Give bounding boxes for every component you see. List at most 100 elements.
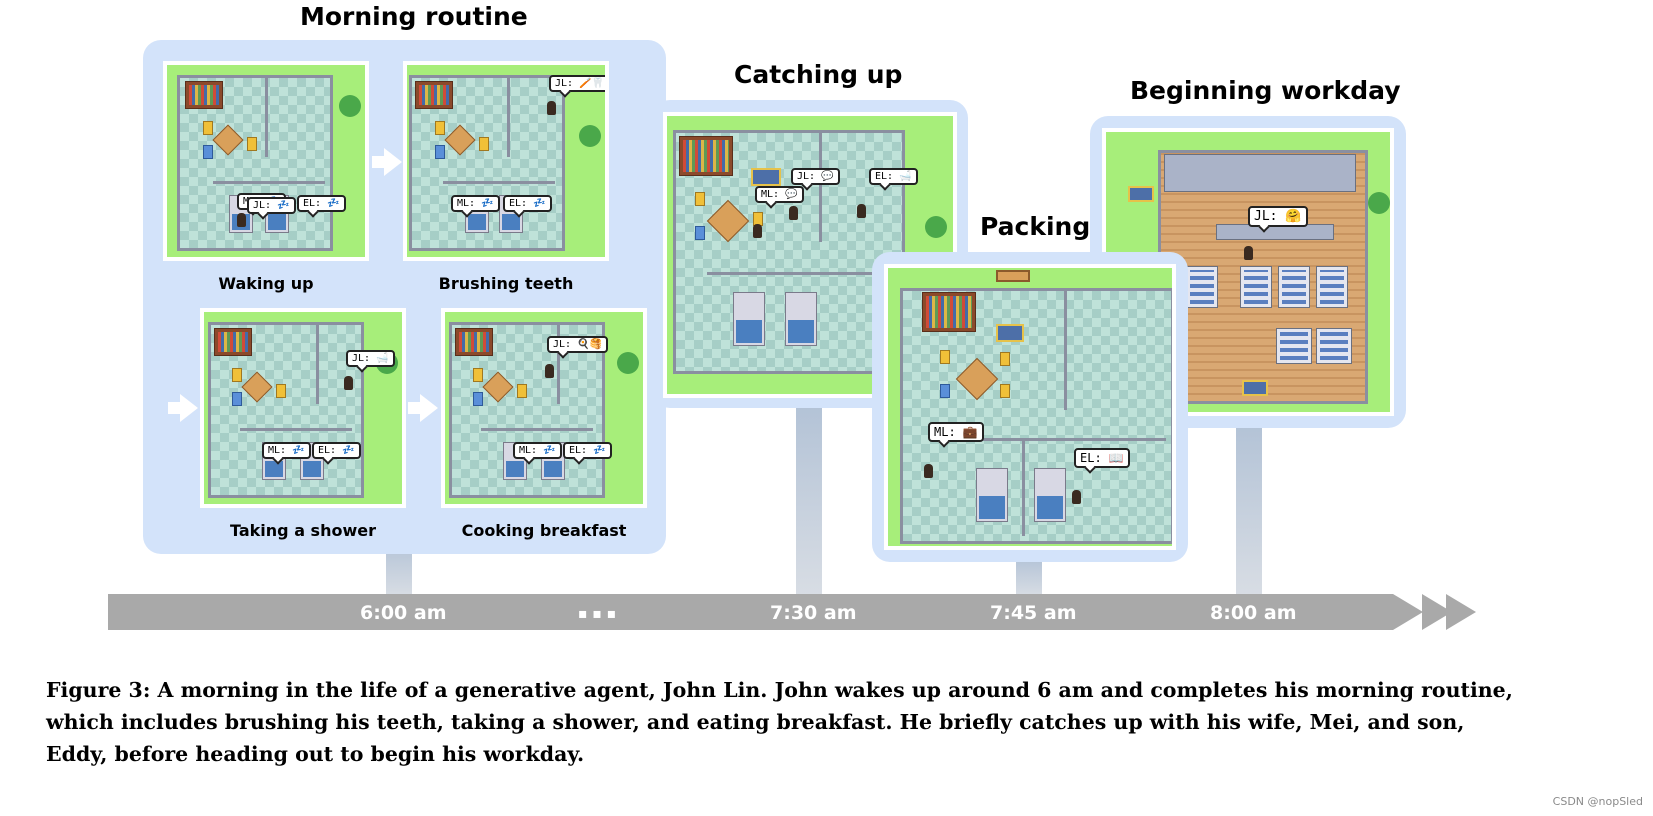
time-label-7-45: 7:45 am <box>990 602 1077 624</box>
chair <box>695 192 705 206</box>
wall <box>443 181 555 184</box>
speech-bubble: JL: 🛁 <box>346 350 395 367</box>
scene-packing: ML: 💼 EL: 📖 <box>884 264 1176 550</box>
bed <box>1034 468 1066 522</box>
wall <box>707 272 897 275</box>
person <box>1072 490 1081 504</box>
wall <box>316 324 319 404</box>
timeline-stem-workday <box>1236 420 1262 596</box>
time-ellipsis: ▪ ▪ ▪ <box>578 606 617 622</box>
person <box>1244 246 1253 260</box>
speech-bubble: JL: 💬 <box>791 168 840 185</box>
speech-bubble: ML: 💼 <box>928 422 984 442</box>
speech-bubble: JL: 🍳🥞 <box>547 336 608 353</box>
speech-bubble: ML: 💤 <box>513 442 562 459</box>
person <box>857 204 866 218</box>
tree-icon <box>579 125 601 147</box>
wall <box>1064 290 1067 410</box>
speech-bubble: EL: 🛁 <box>869 168 918 185</box>
speech-bubble: JL: 🤗 <box>1248 206 1308 227</box>
scene-label-cooking-breakfast: Cooking breakfast <box>461 521 627 540</box>
wall <box>507 77 510 157</box>
bed <box>733 292 765 346</box>
chair <box>940 384 950 398</box>
chair <box>247 137 257 151</box>
person <box>924 464 933 478</box>
rug <box>996 324 1024 342</box>
wall <box>819 132 822 242</box>
speech-bubble: EL: 📖 <box>1074 448 1130 468</box>
scene-label-waking-up: Waking up <box>218 274 314 293</box>
speech-bubble: JL: 💤 <box>247 197 296 214</box>
wall <box>240 428 352 431</box>
chair <box>473 368 483 382</box>
bookshelf <box>679 136 733 176</box>
chair <box>203 145 213 159</box>
timeline-arrow-tip <box>1393 594 1423 630</box>
person <box>237 213 246 227</box>
rug <box>751 168 781 186</box>
scene-brushing-teeth: JL: 🪥🦷 ML: 💤 EL: 💤 <box>403 61 609 261</box>
store-shelf <box>1276 328 1312 364</box>
speech-bubble: EL: 💤 <box>563 442 612 459</box>
chair <box>940 350 950 364</box>
scene-waking-up: ML: 💤 JL: 💤 EL: 💤 <box>163 61 369 261</box>
scene-label-taking-a-shower: Taking a shower <box>230 521 376 540</box>
scene-cooking-breakfast: JL: 🍳🥞 ML: 💤 EL: 💤 <box>441 308 647 508</box>
arrow-right-icon <box>372 148 402 176</box>
chair <box>695 226 705 240</box>
bench <box>996 270 1030 282</box>
wall <box>481 428 593 431</box>
chair <box>473 392 483 406</box>
chair <box>232 392 242 406</box>
section-title-packing: Packing <box>980 212 1091 241</box>
bookshelf <box>922 292 976 332</box>
speech-bubble: ML: 💤 <box>451 195 500 212</box>
bookshelf <box>185 81 223 109</box>
wall <box>265 77 268 157</box>
speech-bubble: JL: 🪥🦷 <box>549 75 605 92</box>
speech-bubble: ML: 💤 <box>262 442 311 459</box>
time-label-7-30: 7:30 am <box>770 602 857 624</box>
figure-caption: Figure 3: A morning in the life of a gen… <box>46 678 1513 766</box>
wall <box>1022 440 1025 536</box>
arrow-right-icon <box>408 394 438 422</box>
wall <box>557 324 560 404</box>
arrow-right-icon <box>168 394 198 422</box>
chair <box>276 384 286 398</box>
timeline-chevron-icon <box>1446 594 1476 630</box>
tree-icon <box>1368 192 1390 214</box>
tree-icon <box>617 352 639 374</box>
tree-icon <box>339 95 361 117</box>
bookshelf <box>214 328 252 356</box>
timeline-stem-packing <box>1016 556 1042 596</box>
store-shelf <box>1316 266 1348 308</box>
store-shelf <box>1240 266 1272 308</box>
person <box>547 101 556 115</box>
speech-bubble: EL: 💤 <box>312 442 361 459</box>
watermark: CSDN @nopSled <box>1552 795 1643 808</box>
chair <box>232 368 242 382</box>
scene-taking-a-shower: JL: 🛁 ML: 💤 EL: 💤 <box>200 308 406 508</box>
timeline-bar <box>108 594 1393 630</box>
wall <box>948 438 1166 441</box>
wall <box>213 181 325 184</box>
store-shelf <box>1316 328 1352 364</box>
time-label-6-00: 6:00 am <box>360 602 447 624</box>
bed <box>976 468 1008 522</box>
bookshelf <box>415 81 453 109</box>
person <box>789 206 798 220</box>
rug <box>1128 186 1154 202</box>
bed <box>785 292 817 346</box>
tree-icon <box>925 216 947 238</box>
speech-bubble: EL: 💤 <box>503 195 552 212</box>
section-title-catching-up: Catching up <box>734 60 903 89</box>
chair <box>435 121 445 135</box>
scene-label-brushing-teeth: Brushing teeth <box>438 274 574 293</box>
display-counter <box>1164 154 1356 192</box>
section-title-beginning-workday: Beginning workday <box>1130 76 1401 105</box>
person <box>753 224 762 238</box>
store-shelf <box>1278 266 1310 308</box>
store-shelf <box>1186 266 1218 308</box>
person <box>344 376 353 390</box>
